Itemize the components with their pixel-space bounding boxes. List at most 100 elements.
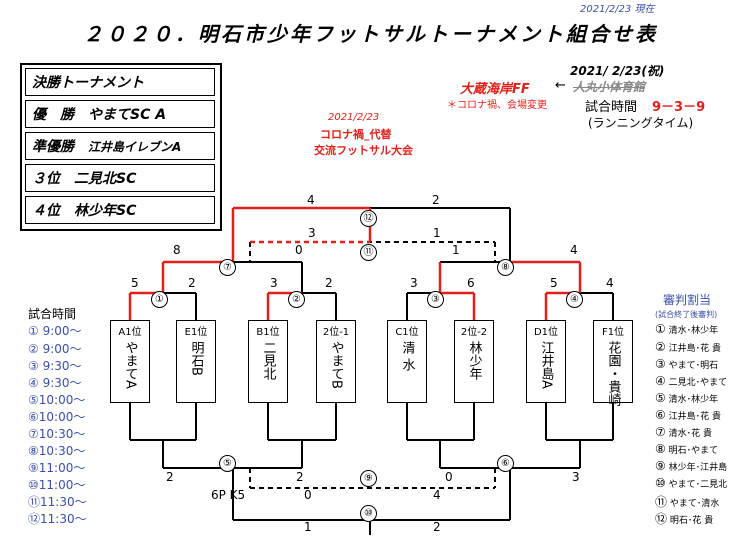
team-code: C1位 (395, 327, 419, 338)
referee-item: ③ やまて･明石 (655, 357, 718, 371)
schedule-title: 試合時間 (28, 307, 77, 321)
score: 4 (570, 243, 578, 257)
schedule-item: ⑩11:00～ (28, 478, 86, 492)
referee-pair: 明石･花 貴 (669, 516, 714, 526)
score: 3 (308, 226, 316, 240)
team-name: やまてB (328, 341, 344, 389)
score: 0 (295, 243, 303, 257)
score: 6 (467, 276, 475, 290)
arrow-left-icon: ← (555, 78, 566, 93)
referee-pair: 江井島･花 貴 (668, 412, 722, 422)
match-no: ⑨ (655, 459, 666, 473)
schedule-item: ⑤10:00～ (28, 393, 86, 407)
score: 2 (166, 470, 174, 484)
match-time-label: 試合時間 (585, 100, 638, 115)
running-time-note: (ランニングタイム) (588, 116, 694, 130)
match-5-marker: ⑤ (219, 455, 236, 472)
match-9-marker: ⑨ (360, 470, 377, 487)
team-code: 2位-1 (322, 327, 350, 338)
venue-new: 大蔵海岸FF (460, 82, 530, 97)
referee-item: ⑧ 明石･やまて (655, 442, 718, 456)
team-code: D1位 (533, 327, 559, 338)
pk-score: 6P K5 (211, 488, 246, 502)
referee-item: ⑪ やまて･清水 (655, 493, 719, 510)
rank-label: 準優勝 (32, 139, 74, 155)
winner-row-1: 優 勝 やまてSC A (25, 100, 215, 128)
winners-box: 決勝トーナメント 優 勝 やまてSC A 準優勝 江井島イレブンA ３位 二見北… (20, 63, 222, 231)
match-3-marker: ③ (427, 291, 444, 308)
team-name: 林少年 (466, 341, 482, 380)
referee-pair: やまて･二見北 (668, 480, 728, 490)
team-box: E1位明石B (176, 320, 216, 403)
score: 4 (433, 488, 441, 502)
match-no: ⑦ (655, 425, 666, 439)
referee-pair: やまて･清水 (669, 499, 720, 509)
score: 5 (550, 276, 558, 290)
referee-item: ⑤ 清水･林少年 (655, 391, 718, 405)
team-label: 二見北SC (74, 171, 137, 187)
schedule-item: ⑨11:00～ (28, 461, 86, 475)
rank-label: ４位 (32, 203, 60, 219)
referee-item: ⑨ 林少年･江井島 (655, 459, 727, 473)
referee-title: 審判割当 (663, 293, 712, 307)
consolation-line2: 交流フットサル大会 (314, 144, 413, 157)
score: 2 (296, 470, 304, 484)
match-11-marker: ⑪ (360, 244, 377, 261)
score: 3 (270, 276, 278, 290)
team-box: 2位-1 やまてB (316, 320, 356, 403)
referee-pair: 明石･やまて (668, 446, 719, 456)
venue-old: 人丸小体育館 (573, 80, 646, 94)
match-8-marker: ⑧ (497, 259, 514, 276)
match-no: ⑤ (655, 391, 666, 405)
schedule-item: ② 9:00～ (28, 342, 82, 356)
team-box: C1位清 水 (387, 320, 427, 403)
team-label: 林少年SC (74, 203, 137, 219)
venue-date: 2021/ 2/23(祝) (570, 64, 665, 78)
score: 1 (433, 226, 441, 240)
as-of-date: 2021/2/23 現在 (580, 4, 655, 15)
team-code: B1位 (256, 327, 280, 338)
referee-item: ⑫ 明石･花 貴 (655, 510, 713, 527)
match-12-marker: ⑫ (360, 210, 377, 227)
schedule-item: ⑫11:30～ (28, 512, 87, 526)
score: 2 (188, 276, 196, 290)
page-title: ２０２０．明石市少年フットサルトーナメント組合せ表 (83, 22, 658, 46)
winner-row-2: 準優勝 江井島イレブンA (25, 132, 215, 160)
team-code: A1位 (118, 327, 142, 338)
schedule-item: ④ 9:30～ (28, 376, 82, 390)
score: 2 (325, 276, 333, 290)
team-name: 花園・貴崎 (605, 341, 621, 406)
referee-pair: やまて･明石 (668, 361, 719, 371)
team-name: 二見北 (260, 341, 276, 380)
schedule-item: ③ 9:30～ (28, 359, 82, 373)
rank-label: ３位 (32, 171, 60, 187)
score: 4 (606, 276, 614, 290)
team-name: 明石B (188, 341, 204, 376)
match-no: ⑧ (655, 442, 666, 456)
winner-row-3: ３位 二見北SC (25, 164, 215, 192)
referee-pair: 林少年･江井島 (668, 463, 728, 473)
referee-item: ① 清水･林少年 (655, 322, 718, 336)
match-6-marker: ⑥ (497, 455, 514, 472)
consolation-date: 2021/2/23 (328, 112, 380, 123)
team-box: B1位二見北 (248, 320, 288, 403)
team-box: A1位やまてA (110, 320, 150, 403)
match-no: ① (655, 322, 666, 336)
referee-item: ② 江井島･花 貴 (655, 340, 721, 354)
team-box: F1位花園・貴崎 (593, 320, 633, 406)
match-7-marker: ⑦ (219, 259, 236, 276)
referee-item: ⑦ 清水･花 貴 (655, 425, 712, 439)
referee-item: ⑥ 江井島･花 貴 (655, 408, 721, 422)
match-no: ⑫ (655, 512, 668, 526)
team-box: D1位江井島A (526, 320, 566, 403)
team-label: やまてSC A (88, 107, 167, 123)
match-10-marker: ⑩ (360, 505, 377, 522)
team-label: 江井島イレブンA (88, 140, 182, 154)
score: 2 (432, 193, 440, 207)
schedule-item: ⑥10:00～ (28, 410, 86, 424)
referee-item: ⑩ やまて･二見北 (655, 476, 727, 490)
match-time-value: 9－3－9 (652, 100, 706, 115)
match-no: ② (655, 340, 666, 354)
